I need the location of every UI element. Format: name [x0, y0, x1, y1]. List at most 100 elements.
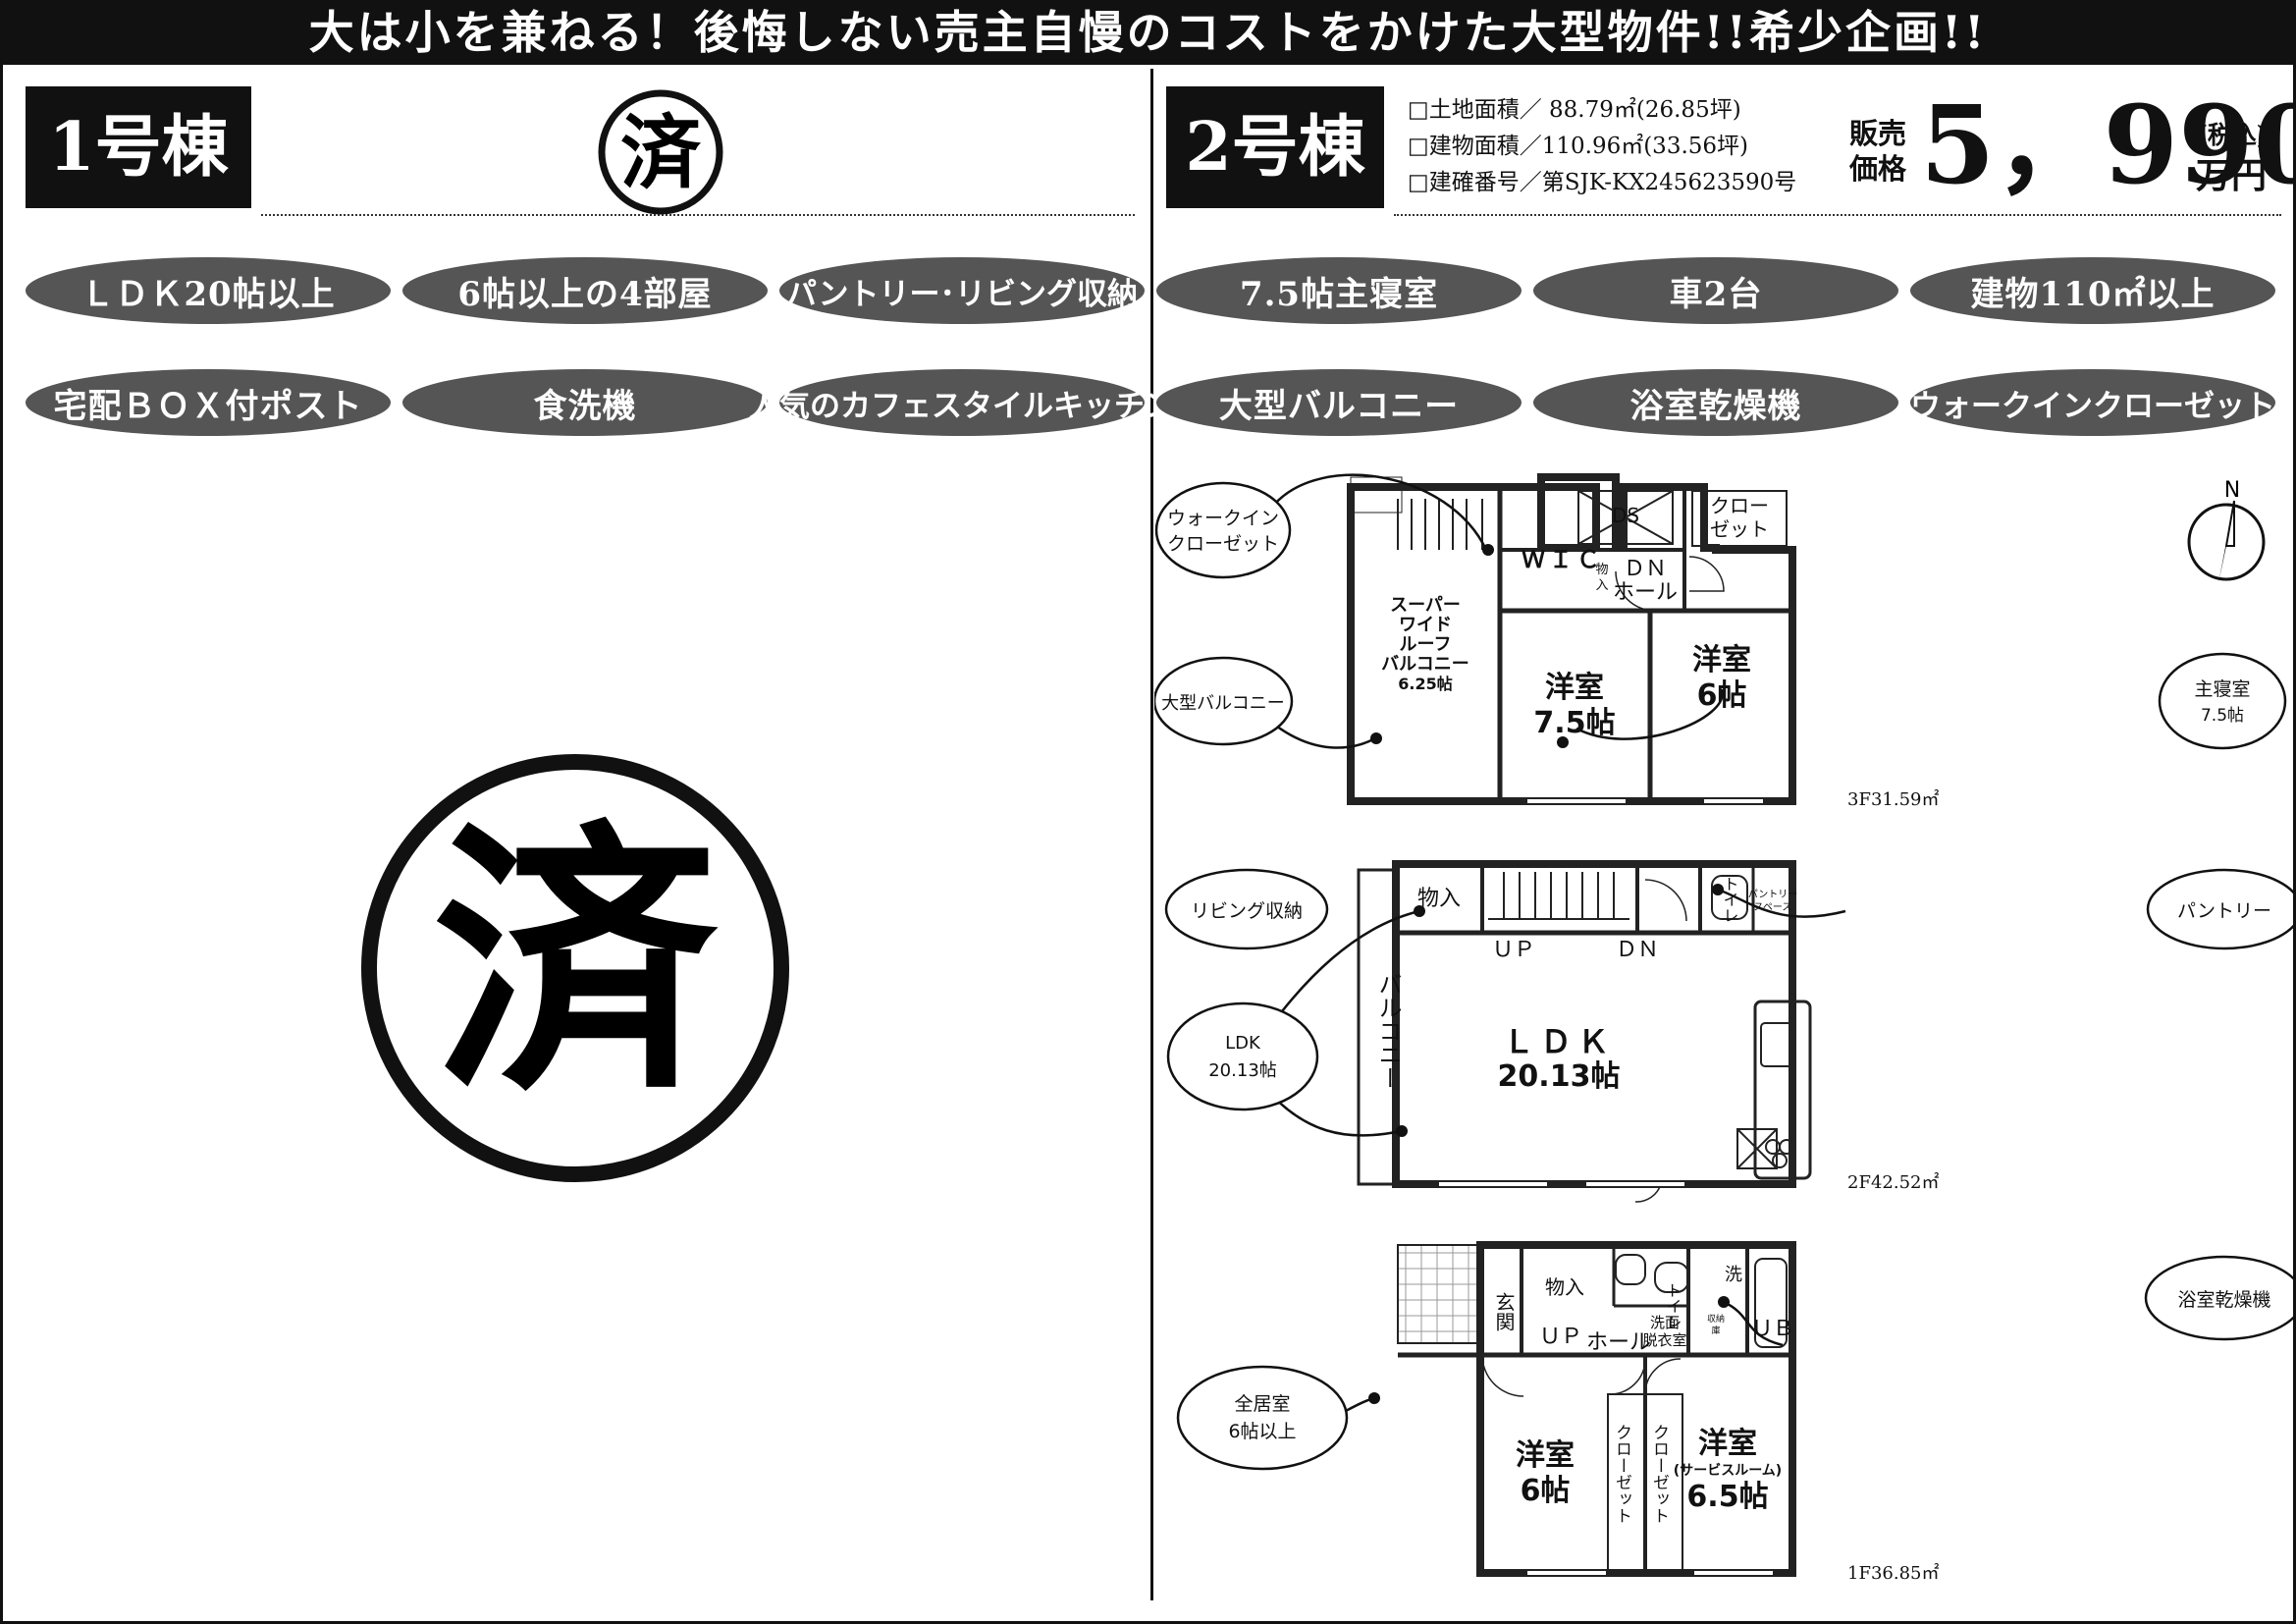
- spec-land-area: □土地面積／ 88.79㎡(26.85坪): [1408, 97, 1741, 123]
- price-label-line2: 価格: [1849, 152, 1907, 186]
- building1-sold-stamp-large: 済: [361, 754, 789, 1182]
- storage-label-1: 物: [1595, 563, 1608, 577]
- svg-text:6帖以上: 6帖以上: [1228, 1421, 1296, 1442]
- callout-bath-dryer: 浴室乾燥機: [2144, 1255, 2293, 1341]
- building2-rule: [1394, 214, 2281, 216]
- building1-label: 1号棟: [26, 86, 251, 208]
- balcony-label-1: スーパー: [1390, 595, 1461, 616]
- dressing-label-2: 脱衣室: [1642, 1331, 1686, 1349]
- hall-label: ホール: [1586, 1330, 1651, 1355]
- price-label-line1: 販売: [1849, 117, 1907, 150]
- dn-label: ＤＮ: [1616, 938, 1659, 962]
- room6-label-2: 6帖: [1521, 1474, 1571, 1508]
- dn-label: ＤＮ: [1624, 557, 1667, 581]
- building2-specs: □土地面積／ 88.79㎡(26.85坪) □建物面積／110.96㎡(33.5…: [1408, 92, 1796, 201]
- spec-permit-number: □建確番号／第SJK-KX245623590号: [1408, 170, 1797, 195]
- closet-vertical-2: クローゼット: [1649, 1424, 1669, 1524]
- compass-n: N: [2224, 478, 2240, 503]
- balcony-label-2: ワイド: [1399, 615, 1452, 635]
- callout-all-rooms: 全居室 6帖以上: [1176, 1365, 1349, 1471]
- feature-pill: ウォークインクローゼット: [1910, 369, 2275, 436]
- svg-text:リビング収納: リビング収納: [1191, 900, 1303, 922]
- price-unit: 万円: [2196, 155, 2268, 196]
- area-2f: 2F42.52㎡: [1847, 1171, 1939, 1193]
- toilet-label: トイレ: [1721, 876, 1739, 923]
- callout-living-storage: リビング収納: [1164, 868, 1329, 950]
- ds-label: DS: [1612, 504, 1639, 527]
- room65-label-3: 6.5帖: [1686, 1480, 1768, 1514]
- callout-ldk: LDK 20.13帖: [1166, 1001, 1319, 1111]
- storage-label: 物入: [1545, 1275, 1584, 1299]
- pantry-space-label-2: スペース: [1754, 902, 1792, 913]
- svg-text:パントリー: パントリー: [2177, 900, 2271, 922]
- price-tax: (税込): [2196, 121, 2269, 149]
- balcony-vertical-label: バルコニー: [1374, 972, 1402, 1090]
- feature-pill: 大型バルコニー: [1156, 369, 1522, 436]
- svg-text:20.13帖: 20.13帖: [1208, 1060, 1277, 1081]
- room6-label-1: 洋室: [1692, 643, 1751, 677]
- balcony-label-5: 6.25帖: [1398, 675, 1452, 693]
- up-label: ＵＰ: [1492, 938, 1535, 962]
- room6-label-1: 洋室: [1516, 1438, 1575, 1473]
- feature-pill: 浴室乾燥機: [1533, 369, 1898, 436]
- toilet-label: トイレ: [1664, 1282, 1682, 1329]
- closet-label-2: ゼット: [1710, 517, 1769, 541]
- feature-pill: 7.5帖主寝室: [1156, 257, 1522, 324]
- dressing-label-1: 洗面: [1650, 1314, 1680, 1331]
- feature-pill: 人気のカフェスタイルキッチン: [749, 369, 1175, 436]
- closet-label-1: クロー: [1710, 494, 1769, 517]
- stamp-small-char: 済: [620, 106, 702, 200]
- ldk-label-1: ＬＤＫ: [1503, 1023, 1615, 1060]
- svg-text:7.5帖: 7.5帖: [2201, 706, 2244, 726]
- feature-pill: パントリー･リビング収納: [779, 257, 1145, 324]
- up-label: ＵＰ: [1539, 1325, 1582, 1349]
- callout-bubbles: ウォークイン クローゼット 大型バルコニー 主寝室 7.5帖 リビング収納 パン…: [1154, 481, 2293, 1471]
- wic-label: ＷＩＣ: [1522, 546, 1604, 573]
- balcony-label-3: ルーフ: [1400, 634, 1452, 655]
- entrance-label: 玄関: [1492, 1292, 1516, 1331]
- ldk-label-2: 20.13帖: [1498, 1059, 1621, 1094]
- callout-pantry: パントリー: [2146, 868, 2293, 950]
- wash-label: 洗: [1725, 1265, 1742, 1285]
- stamp-large-char: 済: [433, 796, 722, 1130]
- area-1f: 1F36.85㎡: [1847, 1562, 1939, 1584]
- svg-text:クローゼット: クローゼット: [1167, 533, 1279, 555]
- feature-pill: 6帖以上の4部屋: [402, 257, 768, 324]
- area-3f: 3F31.59㎡: [1847, 788, 1939, 810]
- compass-icon: N: [2187, 478, 2266, 583]
- building2-label: 2号棟: [1166, 86, 1384, 208]
- callout-balcony: 大型バルコニー: [1154, 656, 1294, 746]
- pantry-space-label-1: パントリー: [1748, 889, 1798, 900]
- svg-text:浴室乾燥機: 浴室乾燥機: [2177, 1289, 2270, 1311]
- hall-label: ホール: [1613, 580, 1678, 605]
- building1-sold-stamp-small: 済: [598, 89, 723, 215]
- balcony-label-4: バルコニー: [1381, 654, 1469, 675]
- feature-pill: 食洗機: [402, 369, 768, 436]
- feature-pill: ＬＤＫ20帖以上: [26, 257, 391, 324]
- closet-small-2: 庫: [1711, 1325, 1720, 1336]
- svg-text:全居室: 全居室: [1234, 1393, 1290, 1415]
- svg-text:LDK: LDK: [1225, 1033, 1261, 1054]
- building1-rule: [261, 214, 1135, 216]
- floor-3f: [1347, 473, 1796, 805]
- svg-text:ウォークイン: ウォークイン: [1167, 508, 1279, 529]
- feature-pill: 宅配ＢＯＸ付ポスト: [26, 369, 391, 436]
- callout-wic: ウォークイン クローゼット: [1154, 481, 1292, 579]
- room75-label-2: 7.5帖: [1533, 706, 1615, 740]
- room65-label-2: (サービスルーム): [1674, 1463, 1782, 1479]
- labels-3f: ＷＩＣ DS クロー ゼット 物 入 ＤＮ ホール スーパー ワイド ルーフ バ…: [1381, 494, 1939, 810]
- callout-master: 主寝室 7.5帖: [2158, 652, 2287, 750]
- price-value: 5，990: [1920, 81, 2296, 208]
- spec-building-area: □建物面積／110.96㎡(33.56坪): [1408, 134, 1748, 159]
- headline-banner: 大は小を兼ねる！後悔しない売主自慢のコストをかけた大型物件!!希少企画!!: [0, 0, 2296, 65]
- room65-label-1: 洋室: [1698, 1427, 1757, 1461]
- closet-small-1: 収納: [1707, 1313, 1725, 1325]
- storage-label: 物入: [1417, 887, 1461, 911]
- center-divider: [1150, 69, 1153, 1600]
- labels-2f: 物入 ＵＰ ＤＮ トイレ パントリー スペース バルコニー ＬＤＫ 20.13帖…: [1374, 876, 1939, 1193]
- callout-dots: [1368, 544, 1730, 1404]
- floor-plan: N ＷＩＣ DS クロー ゼット 物 入 ＤＮ ホー: [1154, 473, 2293, 1584]
- price-label: 販売 価格: [1849, 116, 1906, 187]
- storage-label-2: 入: [1595, 578, 1608, 593]
- closet-vertical-1: クローゼット: [1612, 1424, 1631, 1524]
